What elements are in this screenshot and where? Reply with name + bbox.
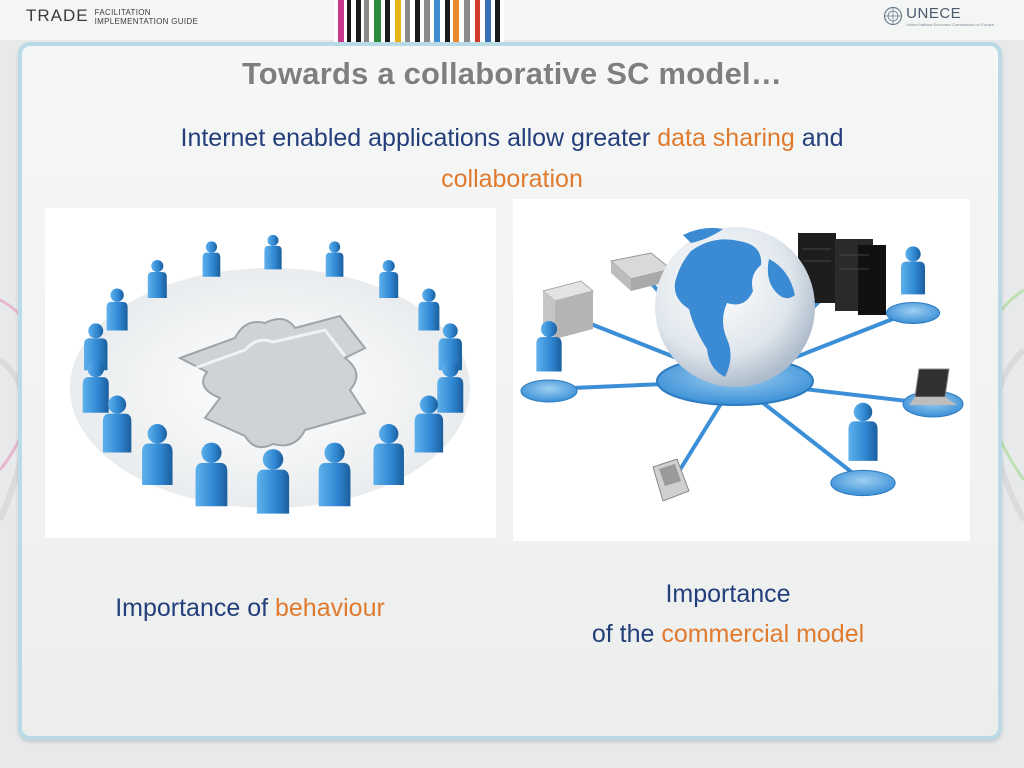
person-figure-icon — [437, 360, 464, 413]
color-stripe — [470, 0, 475, 42]
laptop-icon — [902, 368, 964, 418]
color-stripe — [374, 0, 381, 42]
color-stripe — [440, 0, 445, 42]
color-stripe — [381, 0, 385, 42]
un-emblem-icon — [884, 6, 903, 26]
person-figure-icon — [325, 241, 344, 277]
server-rack-icon — [798, 233, 886, 315]
person-figure-icon — [418, 288, 440, 331]
people-circle-image — [45, 208, 496, 538]
color-stripe — [424, 0, 430, 42]
person-figure-icon — [82, 360, 109, 413]
color-stripe — [401, 0, 405, 42]
color-stripe — [485, 0, 491, 42]
color-stripe — [405, 0, 410, 42]
color-stripe — [480, 0, 485, 42]
caption-left-highlight: behaviour — [275, 594, 385, 622]
color-stripe — [450, 0, 453, 42]
puzzle-hole-shape — [177, 314, 367, 449]
caption-right-highlight: commercial model — [661, 620, 865, 648]
brand-subtitle-line1: FACILITATION — [94, 8, 151, 17]
color-stripe — [385, 0, 390, 42]
color-stripe — [500, 0, 504, 42]
globe-icon — [655, 227, 815, 387]
person-figure-icon — [318, 442, 351, 507]
color-stripe — [390, 0, 395, 42]
color-stripe — [434, 0, 440, 42]
color-stripe — [464, 0, 470, 42]
printer-icon — [609, 252, 673, 291]
color-stripe — [430, 0, 434, 42]
person-figure-icon — [414, 395, 444, 453]
person-figure-icon — [373, 424, 404, 486]
subtitle-text-1: Internet enabled applications allow grea… — [180, 124, 658, 152]
color-stripe — [415, 0, 420, 42]
trade-facilitation-logo: TRADE FACILITATION IMPLEMENTATION GUIDE — [26, 6, 198, 26]
color-stripe — [495, 0, 500, 42]
network-node-disc — [520, 379, 578, 403]
org-name: UNECE — [906, 5, 962, 22]
color-stripe — [347, 0, 351, 42]
color-stripe — [356, 0, 361, 42]
subtitle-text-2: and — [794, 124, 844, 152]
color-stripe — [420, 0, 424, 42]
brand-word: TRADE — [26, 6, 89, 25]
person-figure-icon — [102, 395, 132, 453]
person-figure-icon — [147, 259, 167, 298]
color-stripe — [445, 0, 450, 42]
person-figure-icon — [848, 402, 878, 461]
storage-box-icon — [541, 280, 595, 339]
person-figure-icon — [438, 323, 462, 371]
person-figure-icon — [195, 442, 228, 507]
color-stripe — [459, 0, 464, 42]
unece-logo: UNECE United Nations Economic Commission… — [883, 6, 994, 28]
subtitle-highlight-data-sharing: data sharing — [657, 124, 795, 152]
person-figure-icon — [142, 424, 173, 486]
color-stripe — [410, 0, 415, 42]
caption-right-line2: of the commercial model — [500, 614, 956, 654]
color-stripe — [338, 0, 344, 42]
person-figure-icon — [900, 246, 926, 295]
person-figure-icon — [264, 234, 282, 270]
color-stripe — [344, 0, 347, 42]
network-node-disc — [885, 302, 941, 324]
slide-subtitle: Internet enabled applications allow grea… — [22, 118, 1002, 200]
color-stripe — [475, 0, 480, 42]
slide-title: Towards a collaborative SC model… — [241, 56, 783, 91]
person-figure-icon — [379, 259, 399, 298]
color-stripe — [369, 0, 374, 42]
org-tagline: United Nations Economic Commission for E… — [906, 22, 994, 27]
header-bar: TRADE FACILITATION IMPLEMENTATION GUIDE … — [0, 0, 1024, 42]
caption-right-text: of the — [591, 620, 662, 648]
people-circle-puzzle-icon — [70, 234, 470, 514]
caption-right-line1: Importance — [665, 580, 791, 608]
brand-subtitle-line2: IMPLEMENTATION GUIDE — [94, 17, 199, 26]
mobile-phone-icon — [652, 458, 690, 502]
person-figure-icon — [106, 288, 128, 331]
caption-commercial-model: Importance of the commercial model — [500, 574, 956, 654]
network-node-disc — [830, 469, 896, 497]
color-stripe — [351, 0, 356, 42]
brand-subtitle: FACILITATION IMPLEMENTATION GUIDE — [95, 6, 199, 26]
subtitle-highlight-collaboration: collaboration — [441, 165, 583, 193]
person-figure-icon — [202, 241, 221, 277]
color-stripe — [453, 0, 459, 42]
caption-left-text: Importance of — [115, 594, 275, 622]
person-figure-icon — [536, 320, 562, 372]
caption-behaviour: Importance of behaviour — [40, 588, 460, 628]
color-stripes — [334, 0, 504, 42]
globe-network-image — [513, 199, 970, 541]
color-stripe — [361, 0, 364, 42]
color-stripe — [364, 0, 369, 42]
color-stripe — [334, 0, 338, 42]
color-stripe — [395, 0, 401, 42]
person-figure-icon — [256, 449, 290, 514]
person-figure-icon — [84, 323, 108, 371]
globe-network-icon — [520, 227, 964, 502]
color-stripe — [491, 0, 495, 42]
